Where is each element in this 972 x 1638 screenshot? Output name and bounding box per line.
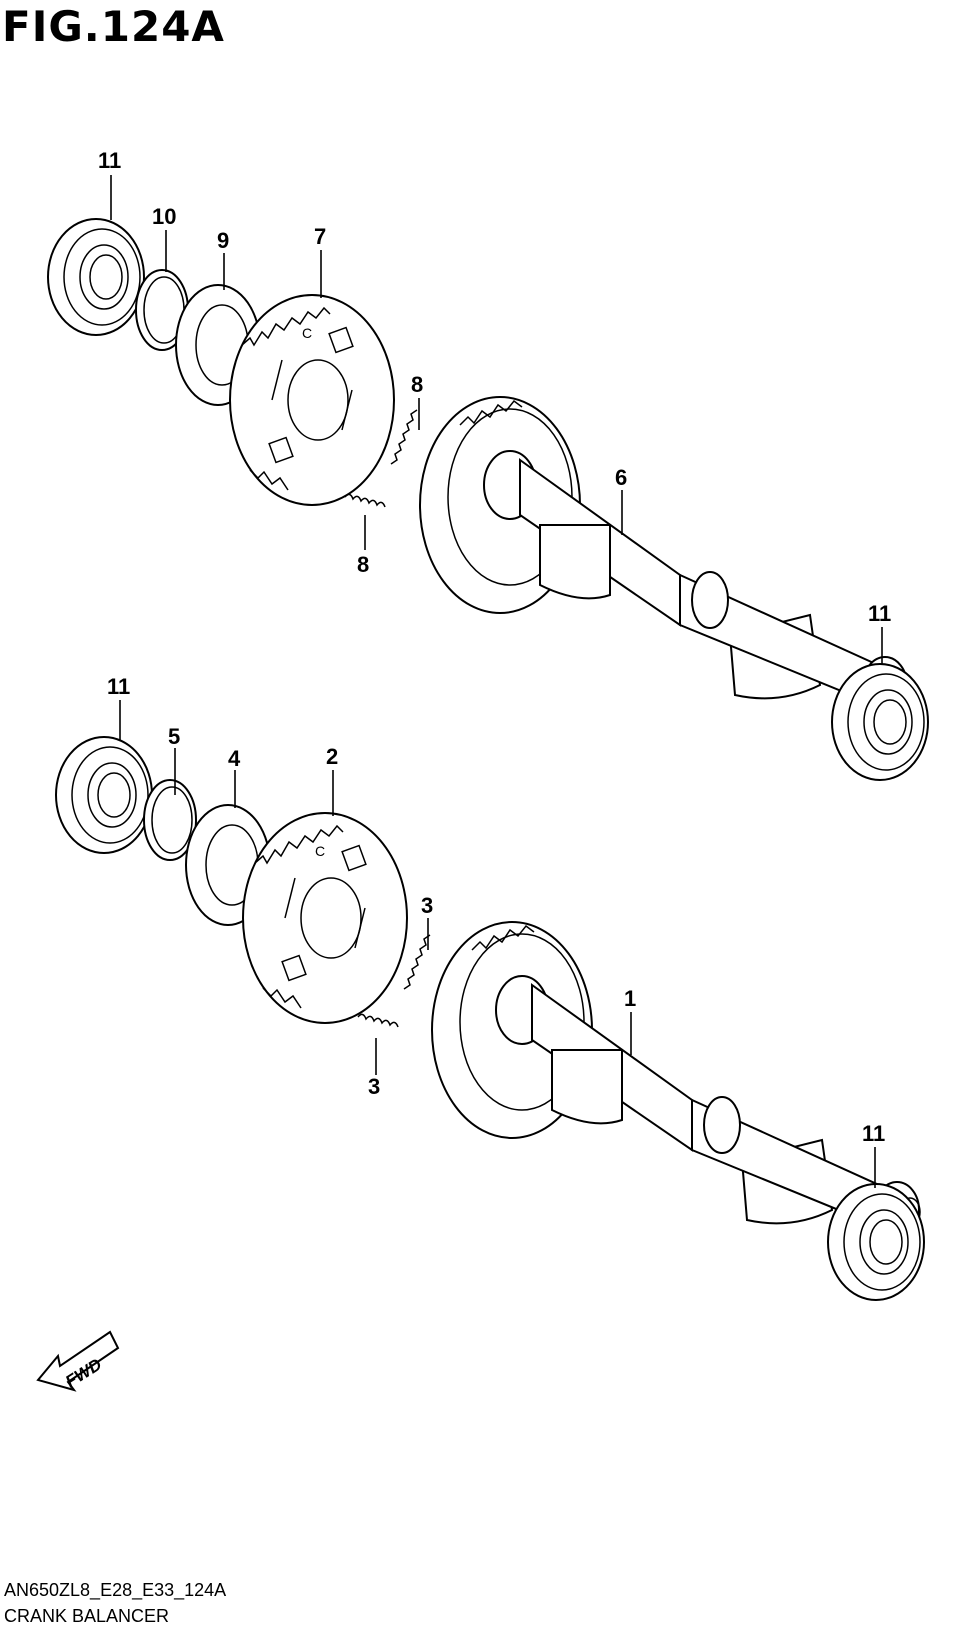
bearing-upper-left (47, 218, 145, 336)
callout-3-lower: 3 (368, 1074, 380, 1099)
callout-4: 4 (228, 746, 241, 771)
spring-8-lower (344, 493, 386, 508)
callout-7: 7 (314, 224, 326, 249)
diagram-code: AN650ZL8_E28_E33_124A (4, 1580, 227, 1600)
spring-8-upper (390, 409, 418, 465)
spring-3-lower (357, 1013, 399, 1028)
callout-6: 6 (615, 465, 627, 490)
callout-11-upper-left: 11 (98, 148, 121, 173)
callout-11-lower-right: 11 (862, 1121, 885, 1146)
callout-2: 2 (326, 744, 338, 769)
callout-10: 10 (152, 204, 176, 229)
callout-8-upper: 8 (411, 372, 423, 397)
figure-title: FIG.124A (2, 2, 225, 51)
bearing-lower-right (827, 1183, 925, 1301)
callout-3-upper: 3 (421, 893, 433, 918)
balancer-shaft-1 (431, 921, 921, 1241)
callout-11-lower-left: 11 (107, 674, 130, 699)
bearing-upper-right (831, 663, 929, 781)
callout-1: 1 (624, 986, 636, 1011)
callout-9: 9 (217, 228, 229, 253)
callout-11-upper-right: 11 (868, 601, 891, 626)
driven-gear-7 (229, 294, 395, 506)
callout-8-lower: 8 (357, 552, 369, 577)
spring-3-upper (403, 934, 431, 990)
callout-5: 5 (168, 724, 180, 749)
diagram-name: CRANK BALANCER (4, 1606, 170, 1626)
driven-gear-2 (242, 812, 408, 1024)
fwd-arrow-icon: FWD (37, 1331, 119, 1391)
bearing-lower-left (55, 736, 153, 854)
balancer-shaft-6 (419, 396, 909, 716)
